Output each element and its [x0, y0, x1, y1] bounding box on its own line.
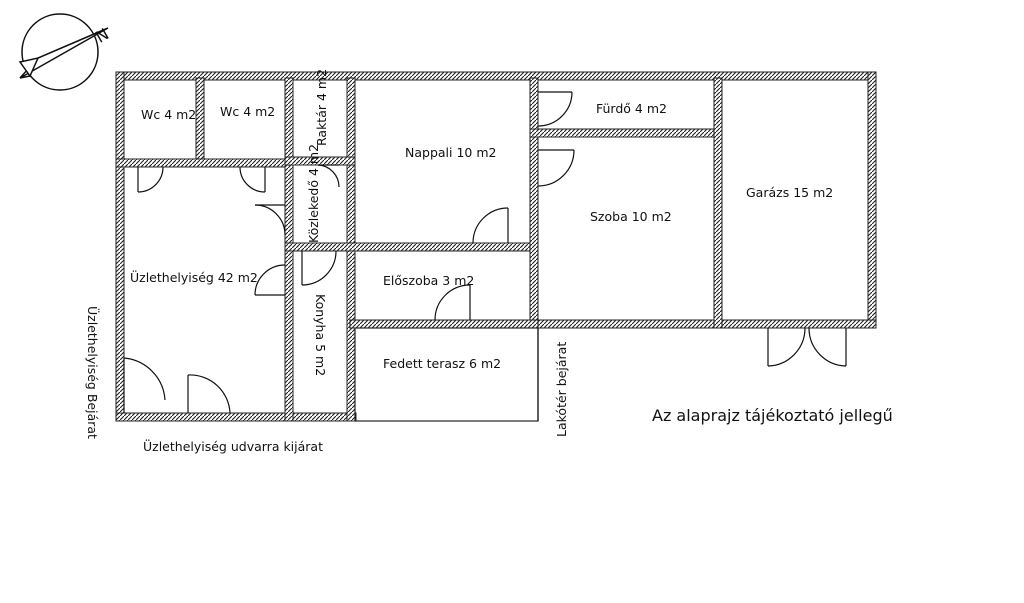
shop-yard-exit-label: Üzlethelyiség udvarra kijárat — [143, 438, 323, 454]
room-furdo: Fürdő 4 m2 — [596, 101, 667, 116]
door-icon — [137, 166, 164, 193]
compass-letter: N — [92, 24, 112, 46]
doors — [123, 91, 847, 421]
disclaimer-note: Az alaprajz tájékoztató jellegű — [652, 406, 893, 425]
room-kozlekedo: Közlekedő 4 m2 — [306, 144, 321, 243]
room-szoba: Szoba 10 m2 — [590, 209, 672, 224]
door-icon — [537, 149, 575, 187]
room-uzlethelyiseg: Üzlethelyiség 42 m2 — [130, 269, 258, 285]
terrace-outline — [354, 327, 539, 422]
room-terasz: Fedett terasz 6 m2 — [383, 356, 501, 371]
room-wc2: Wc 4 m2 — [220, 104, 275, 119]
shop-entrance-label: Üzlethelyiség Bejárat — [85, 306, 101, 439]
door-icon — [434, 284, 471, 321]
room-labels: Wc 4 m2 Wc 4 m2 Raktár 4 m2 Nappali 10 m… — [130, 69, 833, 376]
door-icon — [187, 374, 231, 414]
door-icon — [254, 204, 286, 236]
room-nappali: Nappali 10 m2 — [405, 145, 496, 160]
door-icon — [301, 250, 337, 286]
room-eloszoba: Előszoba 3 m2 — [383, 273, 474, 288]
door-icon — [123, 357, 166, 413]
residence-entrance-label: Lakótér bejárat — [554, 342, 569, 437]
compass-circle — [21, 13, 99, 91]
door-icon — [239, 166, 266, 193]
room-konyha: Konyha 5 m2 — [313, 294, 328, 376]
garage-door-icon — [767, 327, 847, 367]
door-icon — [472, 207, 509, 244]
room-wc1: Wc 4 m2 — [141, 107, 196, 122]
room-raktar: Raktár 4 m2 — [314, 69, 329, 146]
north-arrow-icon — [18, 27, 109, 79]
compass: N — [18, 13, 112, 91]
door-icon — [537, 91, 573, 127]
room-garazs: Garázs 15 m2 — [746, 185, 833, 200]
door-icon — [254, 264, 286, 296]
door-icon — [317, 164, 340, 188]
